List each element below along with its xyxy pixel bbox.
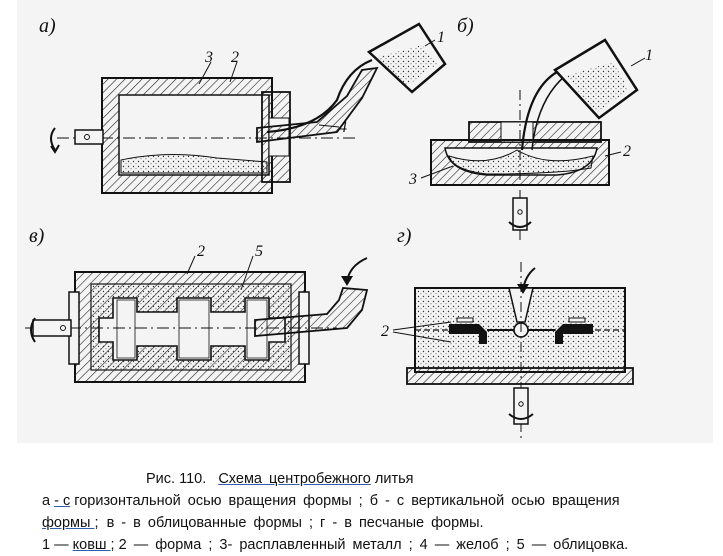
caption-line-3: формы ; в - в облицованные формы ; г - в…: [42, 512, 704, 534]
panel-v-letter: в): [29, 225, 45, 247]
panel-b: б) 1 2 3: [408, 15, 653, 240]
caption-line-2: а - с горизонтальной осью вращения формы…: [42, 490, 704, 512]
panel-b-label-3: 3: [408, 171, 417, 188]
caption-a-marker[interactable]: - с: [54, 493, 71, 509]
panel-b-letter: б): [457, 15, 474, 37]
panel-a-label-1: 1: [437, 29, 445, 46]
caption-a-prefix: а: [42, 493, 51, 509]
figure-caption: Рис. 110. Схема центробежного литья а - …: [42, 468, 704, 556]
panel-a-letter: а): [39, 15, 56, 37]
centrifugal-casting-diagram: а) 3 2 1 4 б): [25, 15, 653, 440]
panel-g: г) 2: [381, 225, 634, 440]
panel-a-trough: [256, 66, 379, 144]
panel-a: а) 3 2 1 4: [39, 15, 447, 194]
caption-line-3-rest: в - в облицованные формы ; г - в песчаны…: [106, 515, 484, 531]
caption-line-4: 1 — ковш ; 2 — форма ; 3- расплавленный …: [42, 534, 704, 556]
panel-v-trough: [254, 287, 369, 337]
panel-a-label-3: 3: [204, 49, 213, 66]
panel-g-label-2: 2: [381, 323, 389, 340]
panel-v-label-2: 2: [197, 243, 205, 260]
panel-a-label-2: 2: [231, 49, 239, 66]
panel-a-label-4: 4: [339, 119, 347, 136]
panel-g-letter: г): [397, 225, 412, 247]
caption-title-rest: литья: [374, 471, 414, 487]
caption-ladle-linked[interactable]: ковш ;: [72, 537, 115, 553]
caption-legend-prefix: 1 —: [42, 537, 69, 553]
caption-forms-linked[interactable]: формы ;: [42, 515, 99, 531]
caption-title-line: Рис. 110. Схема центробежного литья: [44, 468, 704, 490]
panel-b-label-2: 2: [623, 143, 631, 160]
figure-panel: а) 3 2 1 4 б): [17, 0, 713, 443]
panel-v-label-5: 5: [255, 243, 263, 260]
caption-legend-rest: 2 — форма ; 3- расплавленный металл ; 4 …: [118, 537, 629, 553]
caption-title-linked[interactable]: Схема центробежного: [218, 471, 371, 487]
caption-a-text: горизонтальной осью вращения формы ; б -…: [74, 493, 620, 509]
caption-fig-number: Рис. 110.: [146, 471, 207, 487]
panel-v: в) 2 5: [25, 225, 369, 383]
panel-b-label-1: 1: [645, 47, 653, 64]
